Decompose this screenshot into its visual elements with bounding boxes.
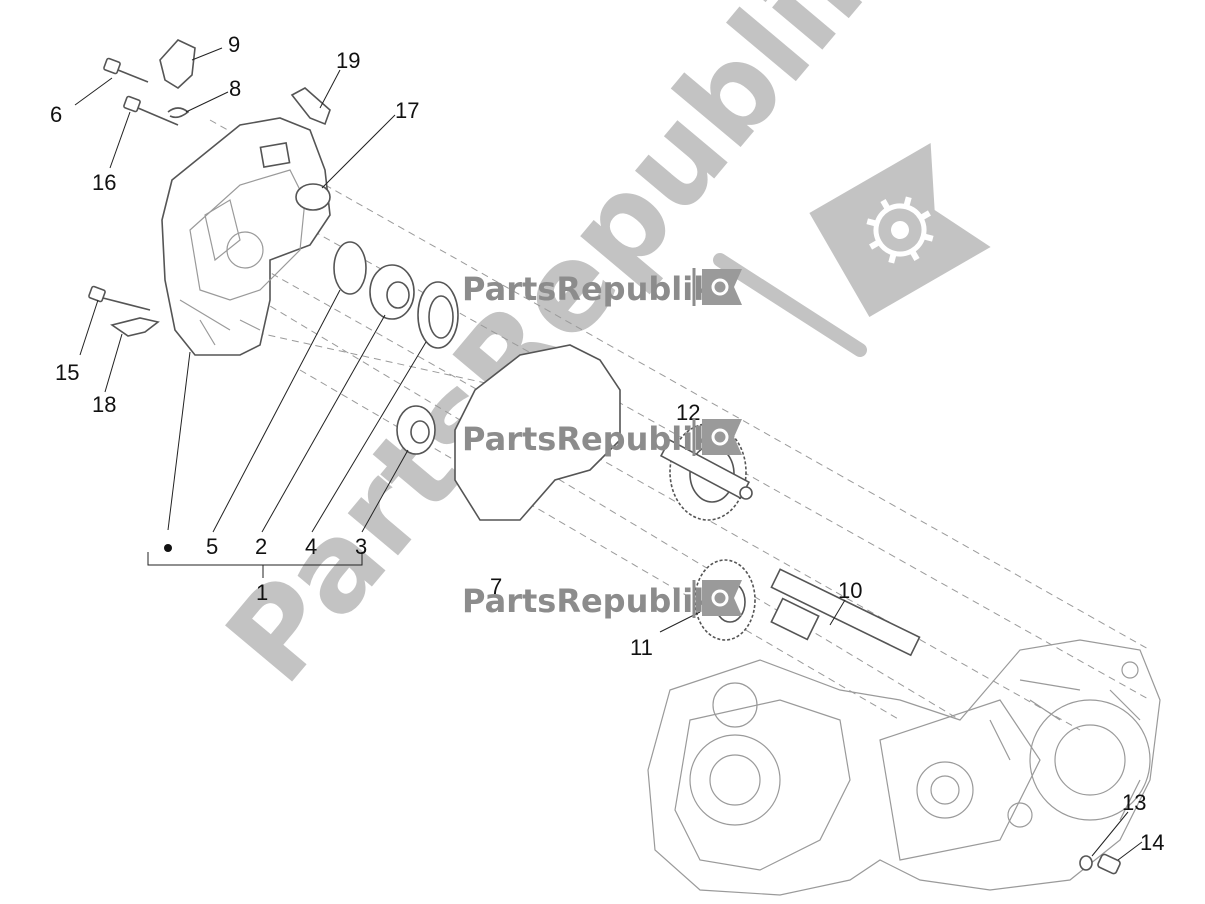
callout-2: 2 (255, 534, 267, 559)
oil-seal-4 (417, 281, 459, 349)
callout-11: 11 (630, 635, 653, 660)
bolt-6 (103, 57, 149, 83)
leader-lines (74, 47, 1143, 861)
callout-6: 6 (50, 102, 62, 127)
transmission-cover-drawing (161, 117, 331, 356)
clip-18 (110, 317, 160, 337)
callout-5: 5 (206, 534, 218, 559)
watermark-flag-icon (809, 143, 991, 317)
crankcase-drawing (647, 639, 1161, 896)
watermark-wrench-icon (713, 253, 867, 357)
bearing-3 (396, 405, 436, 455)
callout-8: 8 (229, 76, 241, 101)
callout-4: 4 (305, 534, 317, 559)
gear-icon (702, 269, 742, 305)
watermark-small-2: PartsRepublik (462, 418, 742, 458)
watermark-small-text-1: PartsRepublik (462, 270, 715, 308)
callout-10: 10 (838, 578, 862, 603)
cap-17 (295, 183, 331, 211)
callout-9: 9 (228, 32, 240, 57)
callout-labels: 6 9 8 19 16 17 15 18 5 2 4 3 1 12 7 10 1… (50, 32, 1164, 855)
callout-7: 7 (490, 574, 502, 599)
watermark-small-text-3: PartsRepublik (462, 582, 715, 620)
callout-1: 1 (256, 580, 268, 605)
callout-17: 17 (395, 98, 419, 123)
callout-19: 19 (336, 48, 360, 73)
callout-18: 18 (92, 392, 116, 417)
callout-12: 12 (676, 400, 700, 425)
watermark-small-3: PartsRepublik (462, 580, 742, 620)
callout-13: 13 (1122, 790, 1146, 815)
bearing-2 (369, 264, 415, 320)
gear-icon (702, 419, 742, 455)
bolt-15 (88, 285, 151, 311)
washer-13 (1079, 855, 1093, 871)
gasket-7 (454, 344, 621, 521)
shaft-10 (770, 568, 921, 657)
callout-15: 15 (55, 360, 79, 385)
callout-16: 16 (92, 170, 116, 195)
callout-14: 14 (1140, 830, 1164, 855)
assembly-bullet (164, 544, 172, 552)
gear-icon (702, 580, 742, 616)
watermark-small-1: PartsRepublik (462, 268, 742, 308)
clip-8 (167, 107, 190, 119)
bracket-9 (159, 39, 196, 90)
bracket-19 (290, 87, 331, 126)
circlip-5 (333, 241, 367, 295)
plug-14 (1097, 853, 1121, 875)
watermark-small-text-2: PartsRepublik (462, 420, 715, 458)
bolt-16 (123, 95, 179, 126)
callout-3: 3 (355, 534, 367, 559)
